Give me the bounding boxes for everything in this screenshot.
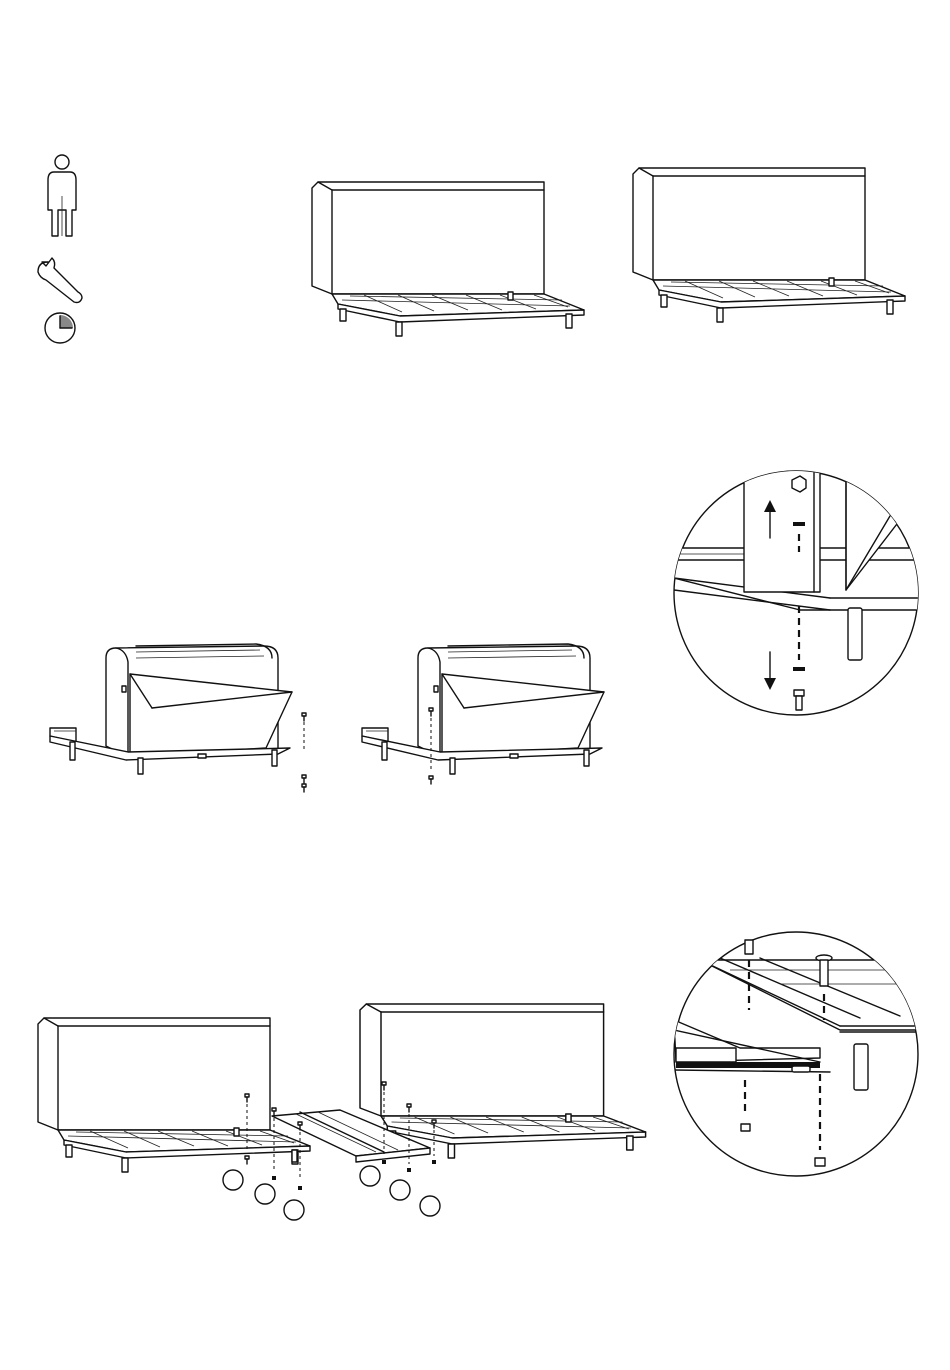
callout-circle bbox=[420, 1196, 440, 1216]
detail-connector-bolts bbox=[674, 932, 920, 1176]
person-icon bbox=[48, 155, 76, 236]
callout-circle bbox=[223, 1170, 243, 1190]
clock-quarter-icon bbox=[45, 313, 75, 343]
callout-circle bbox=[255, 1184, 275, 1204]
wrench-icon bbox=[38, 258, 82, 303]
sofa-module-right bbox=[633, 168, 905, 322]
callout-circle bbox=[360, 1166, 380, 1186]
callout-circle bbox=[284, 1200, 304, 1220]
bolt-removal-marks-left bbox=[302, 713, 306, 792]
sofa-join-assembly bbox=[38, 1004, 646, 1220]
callout-circle bbox=[390, 1180, 410, 1200]
detail-bolt-removal bbox=[674, 466, 920, 715]
sofa-tilt-right bbox=[362, 644, 604, 784]
sofa-tilt-left bbox=[50, 644, 306, 792]
sofa-module-left bbox=[312, 182, 584, 336]
